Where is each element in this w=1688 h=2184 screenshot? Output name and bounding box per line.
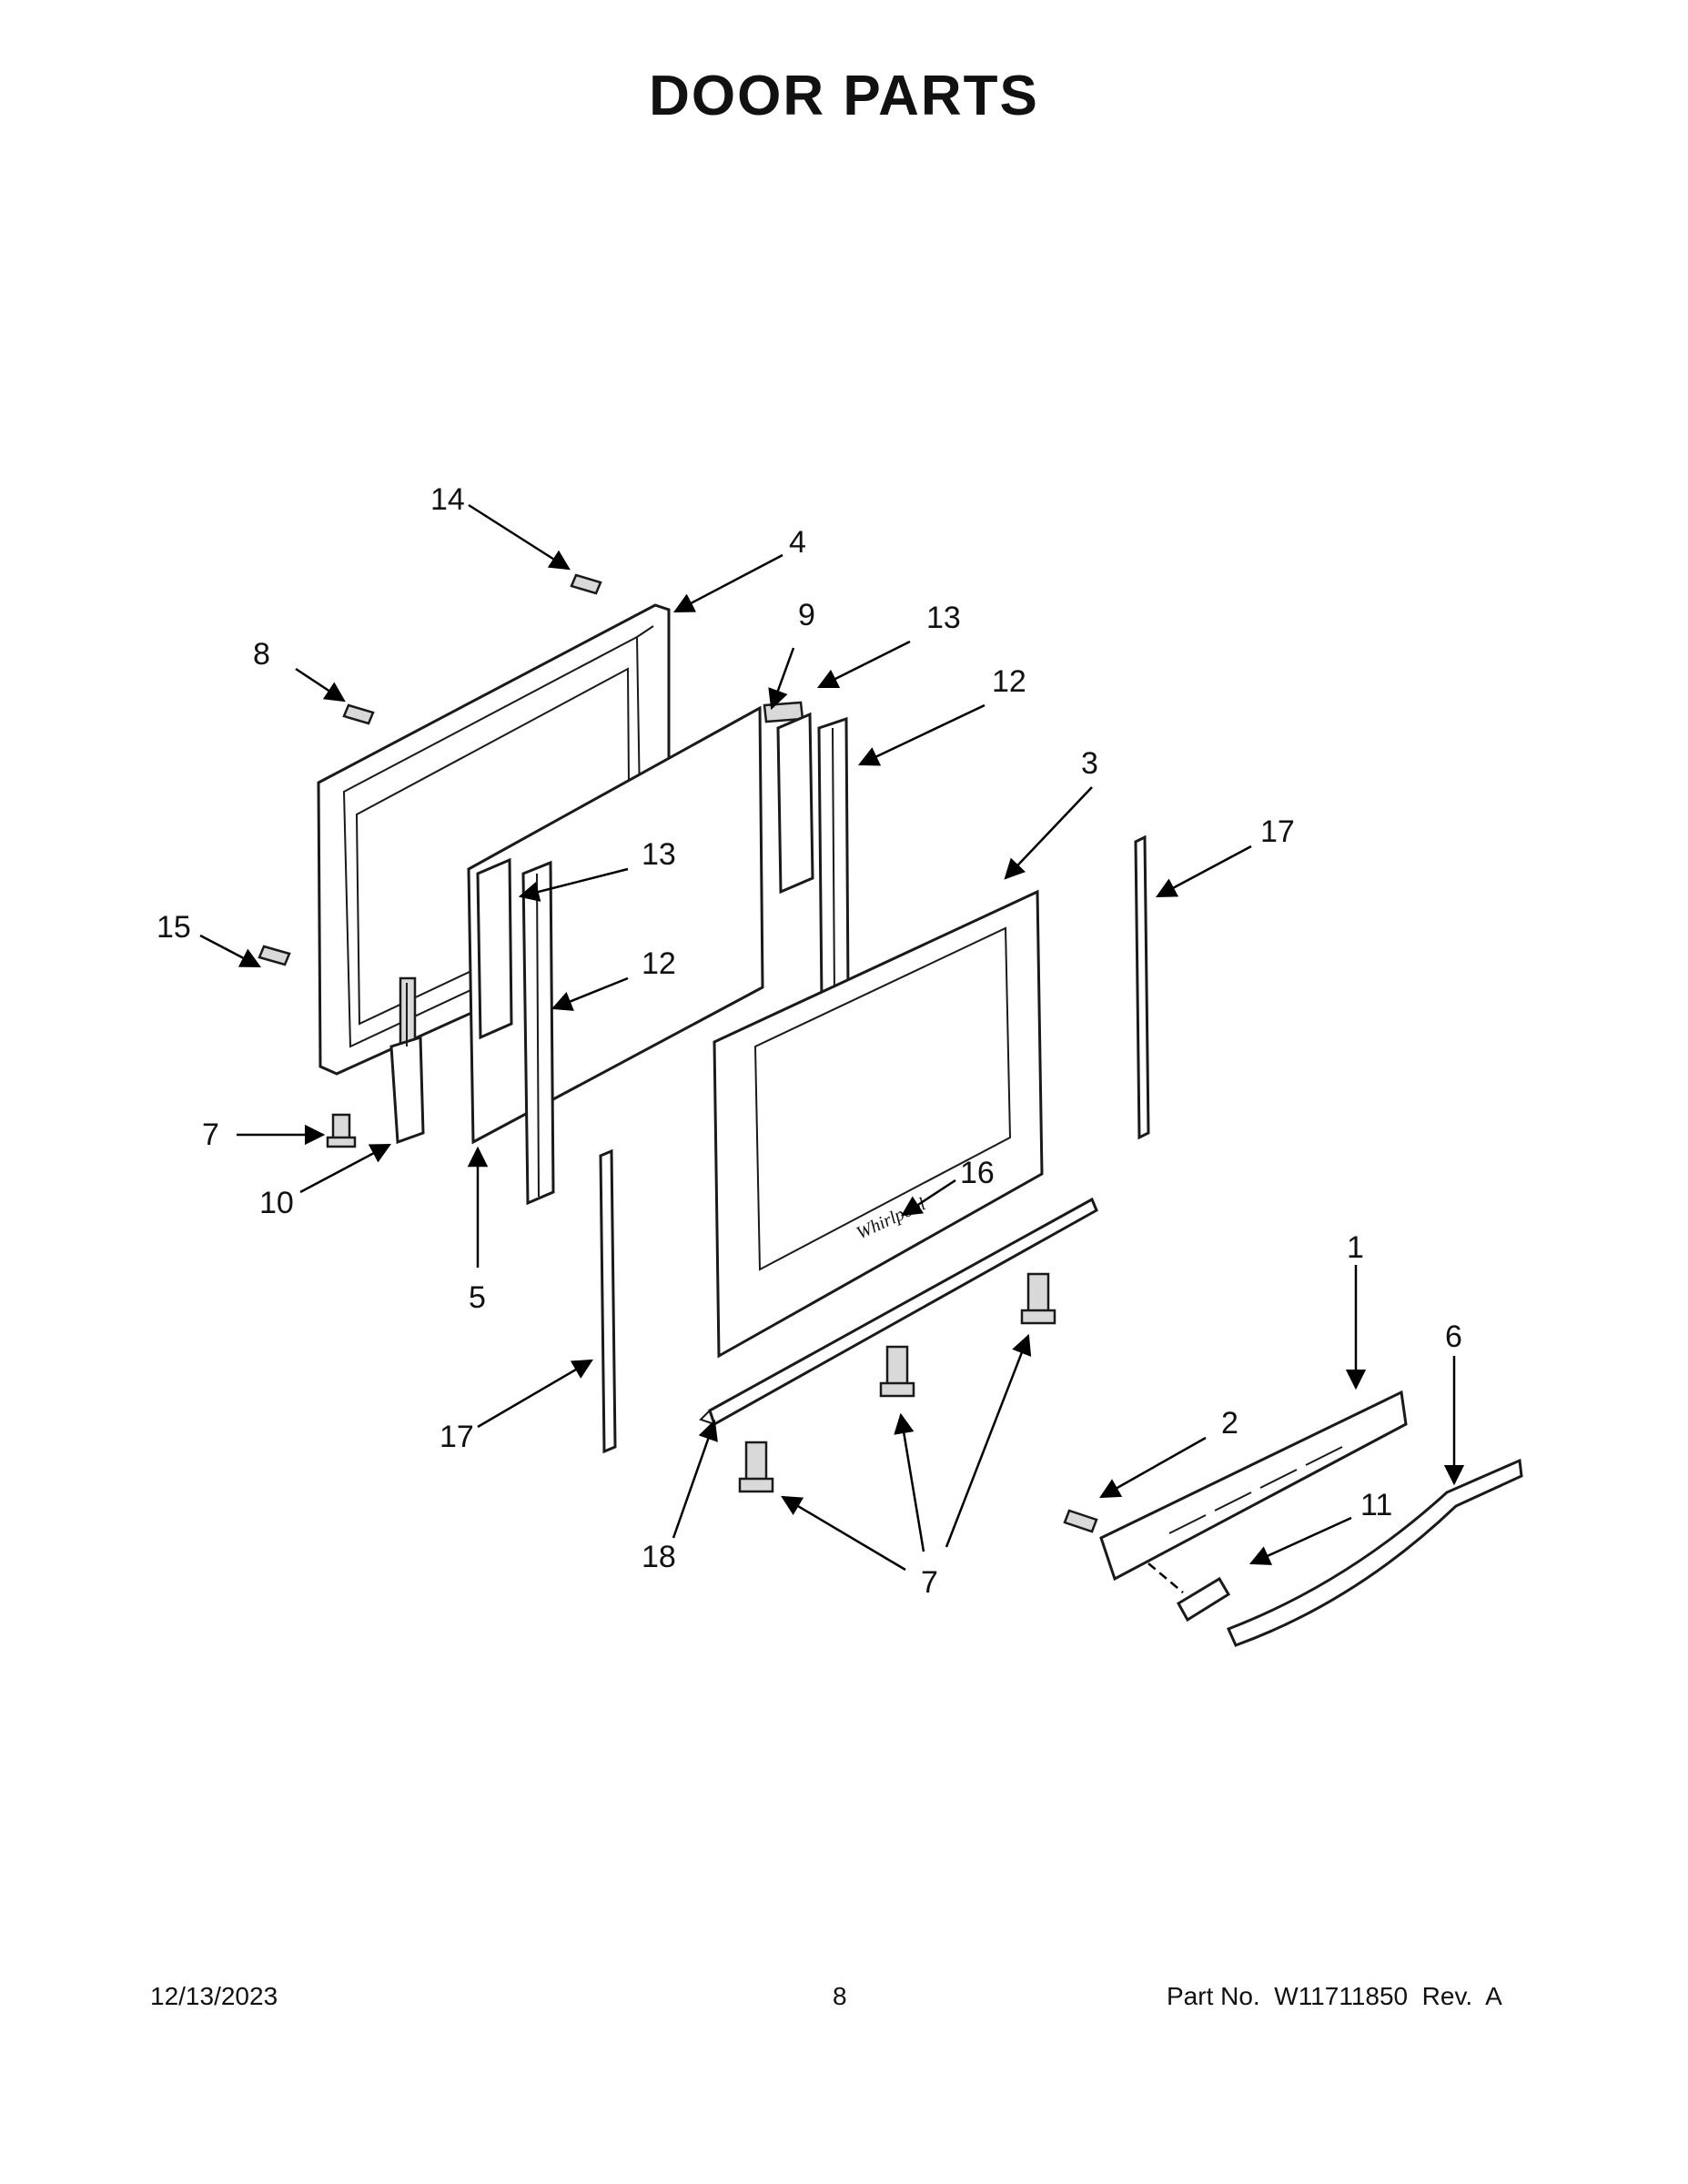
handle-bracket <box>1099 1390 1408 1582</box>
callout-12-top: 12 <box>992 664 1026 699</box>
callout-3: 3 <box>1081 746 1098 781</box>
page-title: DOOR PARTS <box>649 65 1039 127</box>
screw-handle <box>1063 1509 1098 1533</box>
callout-14: 14 <box>430 482 465 517</box>
callout-7-left: 7 <box>202 1117 219 1152</box>
callout-labels: 14 4 8 9 13 12 3 17 13 15 12 7 16 10 5 1… <box>157 482 1462 1600</box>
hinge <box>389 976 425 1145</box>
callout-9: 9 <box>798 598 815 632</box>
side-trim-left <box>599 1148 617 1454</box>
callout-15: 15 <box>157 910 191 945</box>
outer-door-glass <box>713 889 1044 1359</box>
footer-date: 12/13/2023 <box>150 1982 278 2010</box>
glass-spacer-right <box>776 712 814 895</box>
callout-6: 6 <box>1445 1320 1462 1354</box>
footer-page-number: 8 <box>833 1982 847 2010</box>
footer-part-number: Part No. W11711850 Rev. A <box>1167 1982 1502 2010</box>
glass-bracket-right <box>817 716 850 1004</box>
glass-bracket-left <box>521 860 555 1206</box>
callout-17-left: 17 <box>440 1420 474 1454</box>
callout-13-mid: 13 <box>642 837 676 872</box>
screw-bottom-3 <box>1020 1272 1056 1325</box>
screw-bottom-2 <box>879 1345 915 1398</box>
callout-16: 16 <box>960 1156 995 1190</box>
handle-end-cap <box>1176 1576 1231 1623</box>
callout-2: 2 <box>1221 1406 1238 1441</box>
leader-arrows <box>199 503 1465 1593</box>
callout-7-bottom: 7 <box>921 1565 938 1600</box>
callout-4: 4 <box>789 525 806 560</box>
screw-15 <box>258 945 291 966</box>
callout-18: 18 <box>642 1540 676 1574</box>
screw-14 <box>570 573 602 595</box>
callout-12-mid: 12 <box>642 946 676 981</box>
glass-spacer-left <box>476 857 513 1040</box>
callout-8: 8 <box>253 637 270 672</box>
screw-hinge <box>326 1113 357 1148</box>
callout-17-right: 17 <box>1260 814 1295 849</box>
callout-1: 1 <box>1347 1230 1364 1265</box>
callout-10: 10 <box>259 1186 294 1220</box>
callout-13-top: 13 <box>926 601 961 635</box>
screw-8 <box>342 703 375 725</box>
side-trim-right <box>1134 834 1150 1140</box>
callout-11: 11 <box>1360 1488 1392 1522</box>
screw-bottom-1 <box>738 1441 774 1493</box>
callout-5: 5 <box>469 1280 486 1315</box>
door-handle <box>1226 1458 1523 1647</box>
